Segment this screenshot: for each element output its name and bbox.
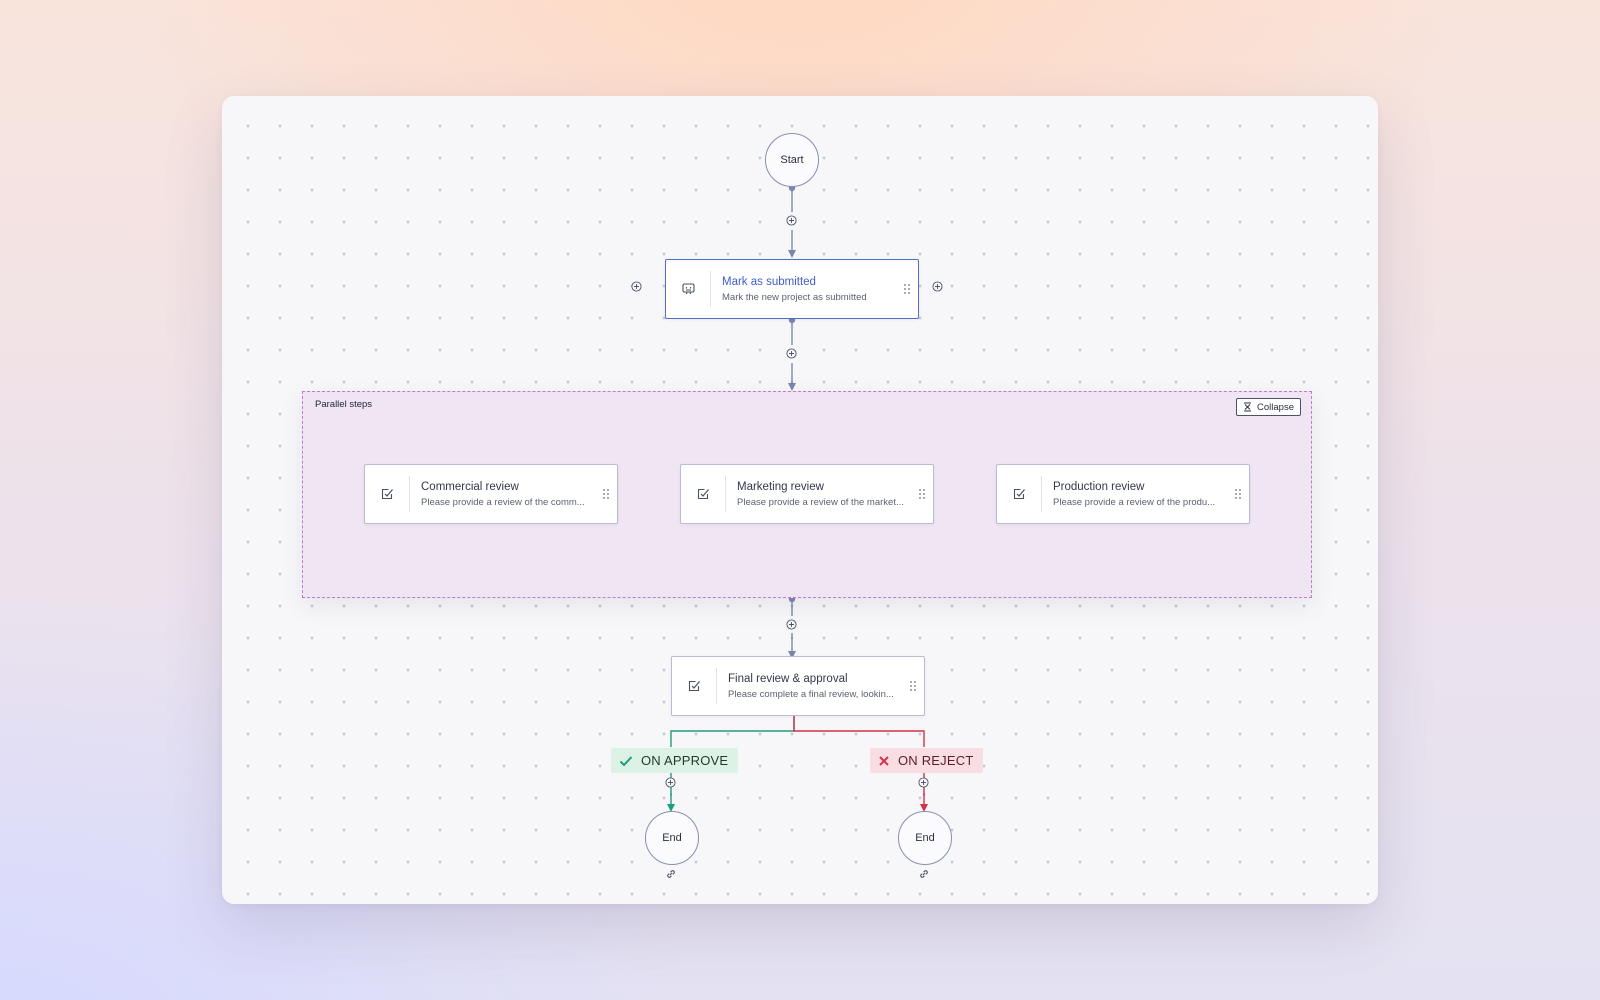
end-label: End	[662, 832, 682, 844]
approve-label: ON APPROVE	[641, 753, 729, 768]
link-icon[interactable]	[918, 868, 930, 880]
on-reject-badge[interactable]: ON REJECT	[870, 748, 984, 773]
drag-handle-icon[interactable]	[896, 283, 918, 295]
check-icon	[619, 755, 633, 766]
step-description: Please complete a final review, lookin..…	[728, 688, 894, 700]
add-step-icon[interactable]	[918, 777, 929, 788]
add-step-icon[interactable]	[932, 281, 943, 292]
drag-handle-icon[interactable]	[911, 488, 933, 500]
x-icon	[879, 755, 889, 766]
start-label: Start	[780, 154, 804, 166]
add-step-icon[interactable]	[786, 348, 797, 359]
end-node-reject[interactable]: End	[898, 811, 952, 865]
collapse-icon	[1244, 402, 1252, 412]
group-label: Parallel steps	[315, 399, 373, 410]
step-title: Commercial review	[421, 480, 519, 493]
step-production-review[interactable]: Production review Please provide a revie…	[996, 464, 1250, 524]
drag-handle-icon[interactable]	[1227, 488, 1249, 500]
step-title: Production review	[1053, 480, 1145, 493]
add-step-icon[interactable]	[665, 777, 676, 788]
task-icon	[666, 271, 711, 307]
drag-handle-icon[interactable]	[595, 488, 617, 500]
step-title: Marketing review	[737, 480, 824, 493]
collapse-label: Collapse	[1257, 401, 1294, 413]
step-description: Please provide a review of the produ...	[1053, 496, 1216, 508]
step-title: Final review & approval	[728, 672, 848, 685]
step-description: Please provide a review of the market...	[737, 496, 904, 508]
approval-review-icon	[365, 476, 410, 512]
add-step-icon[interactable]	[631, 281, 642, 292]
approval-review-icon	[681, 476, 726, 512]
step-commercial-review[interactable]: Commercial review Please provide a revie…	[364, 464, 618, 524]
step-mark-as-submitted[interactable]: Mark as submitted Mark the new project a…	[665, 259, 919, 319]
reject-label: ON REJECT	[898, 753, 974, 768]
workflow-canvas[interactable]: Start Mark as submitted Mark the new pro…	[222, 96, 1378, 904]
start-node[interactable]: Start	[765, 133, 819, 187]
step-description: Please provide a review of the comm...	[421, 496, 585, 508]
collapse-button[interactable]: Collapse	[1236, 398, 1301, 416]
step-title: Mark as submitted	[722, 275, 816, 288]
step-final-review[interactable]: Final review & approval Please complete …	[671, 656, 925, 716]
on-approve-badge[interactable]: ON APPROVE	[611, 748, 739, 773]
drag-handle-icon[interactable]	[902, 680, 924, 692]
end-label: End	[915, 832, 935, 844]
parallel-steps-group[interactable]: Parallel steps Collapse Commercial revie…	[302, 391, 1312, 598]
approval-review-icon	[672, 668, 717, 704]
add-step-icon[interactable]	[786, 619, 797, 630]
approval-review-icon	[997, 476, 1042, 512]
add-step-icon[interactable]	[786, 215, 797, 226]
step-marketing-review[interactable]: Marketing review Please provide a review…	[680, 464, 934, 524]
step-description: Mark the new project as submitted	[722, 291, 867, 303]
end-node-approve[interactable]: End	[645, 811, 699, 865]
link-icon[interactable]	[665, 868, 677, 880]
